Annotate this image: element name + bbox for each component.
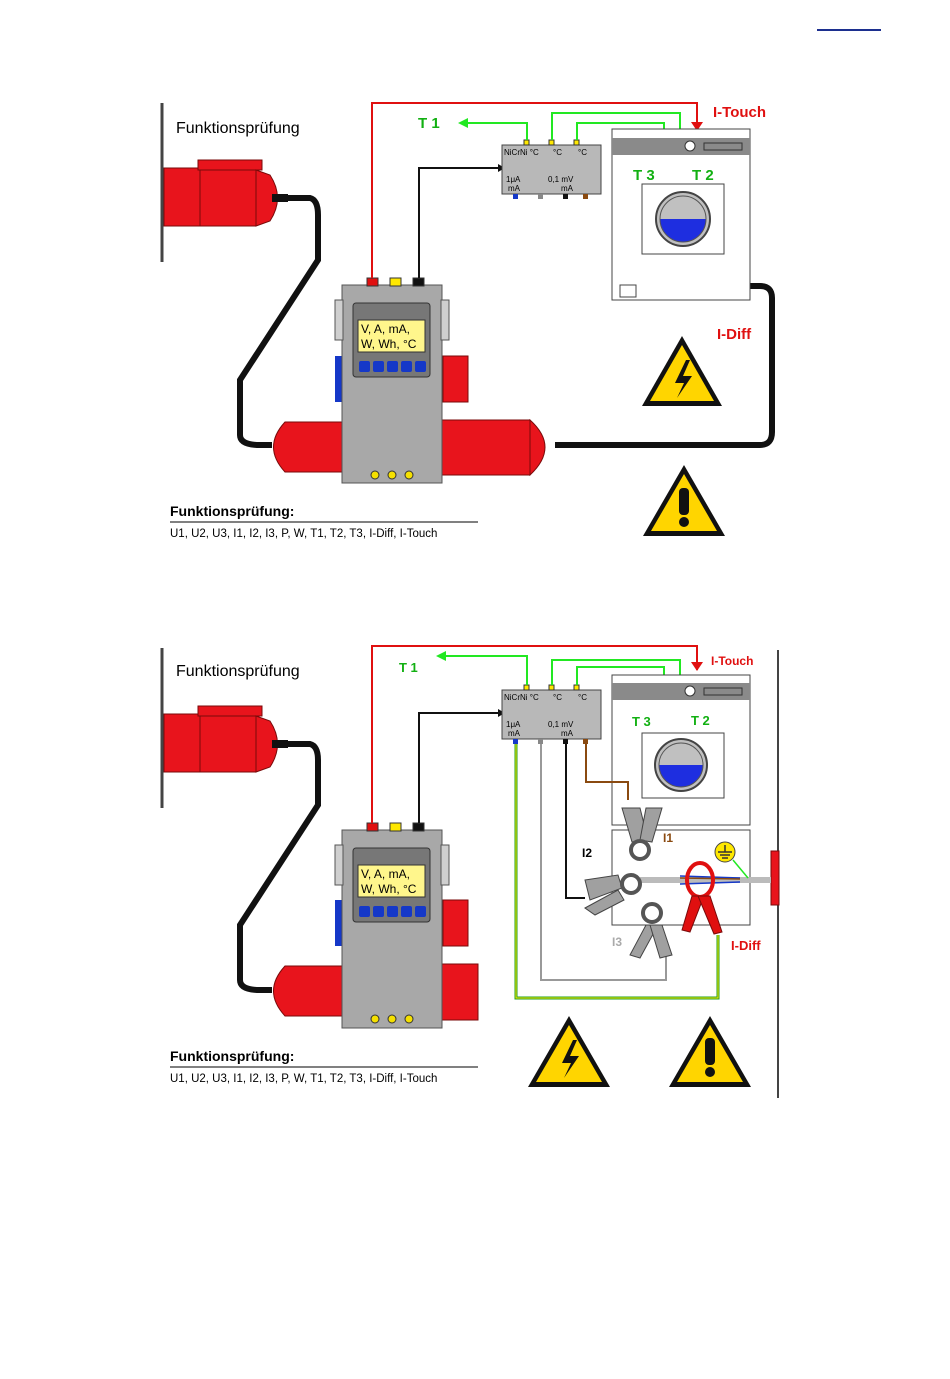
warning-high-voltage-icon [642,336,722,406]
label-t2: T 2 [691,713,710,728]
sensor-adapter: NiCrNi °C °C °C 1μA mA 0,1 mV mA [501,139,602,199]
adapter-mv: 0,1 mV [548,175,574,184]
appliance-cable [555,283,775,448]
washing-machine [611,674,751,926]
current-clamp-icon [621,807,663,861]
footer-title: Funktionsprüfung: [170,1048,294,1064]
i-touch-wire [371,102,698,278]
adapter-c1: °C [553,148,562,157]
measuring-device: V, A, mA, W, Wh, °C [334,277,450,484]
adapter-ma2: mA [561,729,574,738]
adapter-ma1: mA [508,729,521,738]
footer-list: U1, U2, U3, I1, I2, I3, P, W, T1, T2, T3… [170,1073,437,1085]
heading: Funktionsprüfung [176,663,300,680]
i-touch-wire [371,645,698,823]
label-t1: T 1 [399,660,418,675]
top-rule [817,29,881,31]
current-clamp-icon [629,902,673,959]
label-i-touch: I-Touch [711,654,753,668]
footer-title: Funktionsprüfung: [170,503,294,519]
adapter-mv: 0,1 mV [548,720,574,729]
adapter-c2: °C [578,693,587,702]
label-t2: T 2 [692,167,714,184]
ground-symbol-icon [714,841,749,879]
display-line-2: W, Wh, °C [361,337,417,351]
label-i1: I1 [663,831,673,845]
adapter-nicrni: NiCrNi °C [504,693,539,702]
label-i-touch: I-Touch [713,104,766,121]
adapter-plug-bar [273,355,546,477]
label-i-diff: I-Diff [717,326,752,343]
current-clamp-icon [584,873,642,916]
current-clamp-icon [681,861,723,935]
adapter-ma1: mA [508,184,521,193]
adapter-ua: 1μA [506,175,521,184]
washing-machine [611,128,751,301]
measurement-wires [514,744,720,1000]
adapter-nicrni: NiCrNi °C [504,148,539,157]
plug-icon [163,159,288,227]
measuring-device: V, A, mA, W, Wh, °C [334,822,450,1029]
wall-socket [770,850,780,906]
adapter-plug-bar [273,899,479,1021]
power-cable [237,741,321,993]
heading: Funktionsprüfung [176,120,300,137]
diagram-function-test-1: Funktionsprüfung V, A, mA, W, Wh, °C [160,102,775,540]
label-i-diff: I-Diff [731,938,761,953]
label-t1: T 1 [418,115,440,132]
adapter-c1: °C [553,693,562,702]
adapter-c2: °C [578,148,587,157]
diagram-function-test-2: Funktionsprüfung V, A, mA, W, Wh, °C [160,645,780,1098]
adapter-wire [418,167,500,278]
label-i2: I2 [582,846,592,860]
warning-high-voltage-icon [528,1016,610,1087]
label-t3: T 3 [633,167,655,184]
warning-exclamation-icon [669,1016,751,1087]
footer-list: U1, U2, U3, I1, I2, I3, P, W, T1, T2, T3… [170,528,437,540]
label-t3: T 3 [632,714,651,729]
display-line-1: V, A, mA, [361,322,410,336]
display-line-2: W, Wh, °C [361,882,417,896]
adapter-wire [418,712,500,823]
label-i3: I3 [612,935,622,949]
warning-exclamation-icon [643,465,725,536]
power-cable [237,195,321,448]
adapter-ma2: mA [561,184,574,193]
display-line-1: V, A, mA, [361,867,410,881]
plug-icon [163,705,288,773]
adapter-ua: 1μA [506,720,521,729]
sensor-adapter: NiCrNi °C °C °C 1μA mA 0,1 mV mA [501,684,602,744]
